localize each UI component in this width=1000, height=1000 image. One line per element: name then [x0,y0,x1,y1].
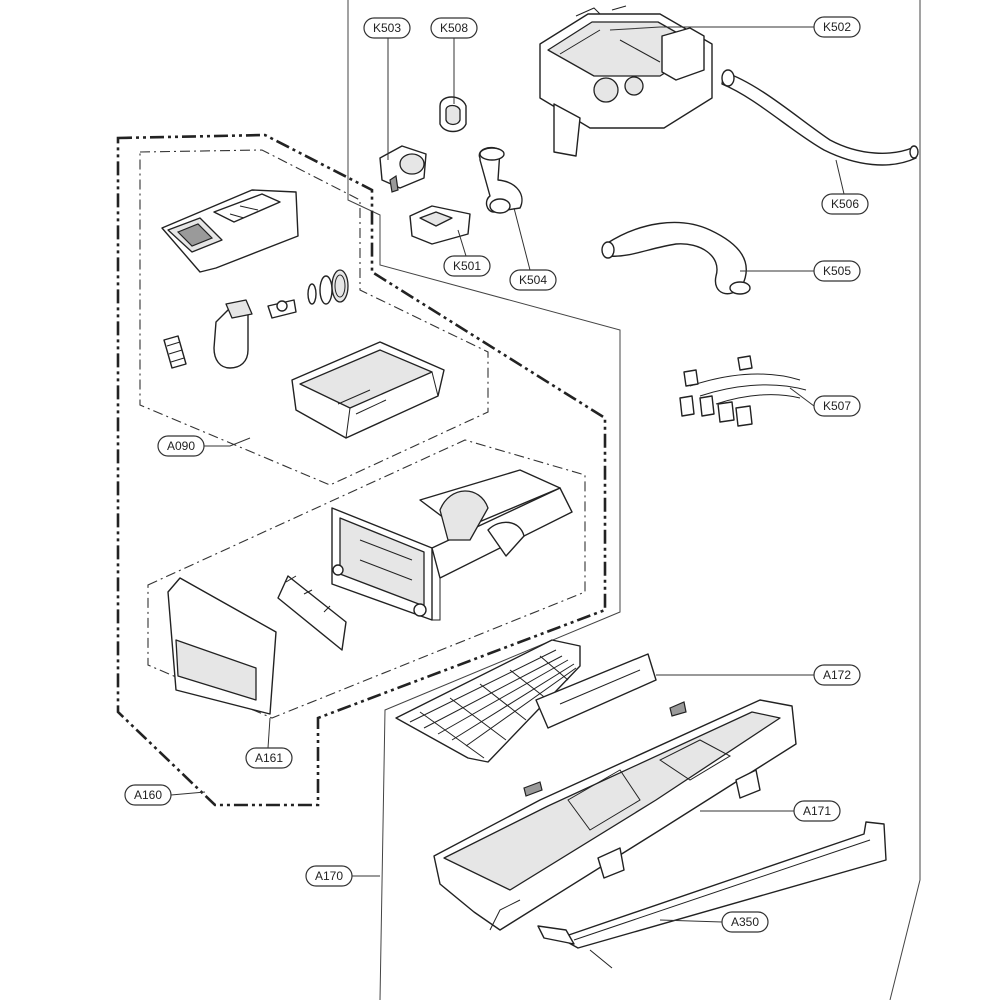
dispenser-lid [161,189,299,273]
siphon-parts [163,269,349,369]
label-a161: A161 [245,747,293,769]
label-k505: K505 [813,260,861,282]
leader-lines [170,26,845,923]
svg-text:A171: A171 [803,804,831,818]
bracket-k501 [409,205,471,245]
drawer-clip [277,575,347,651]
label-a171: A171 [793,800,841,822]
svg-text:A160: A160 [134,788,162,802]
hose-k506 [721,69,919,166]
wire-harness-k507 [679,355,807,427]
a090-parts [161,189,445,439]
group-boundaries [116,0,921,1000]
a090-boundary [139,149,489,486]
label-k503: K503 [363,17,411,39]
svg-text:A172: A172 [823,668,851,682]
label-a090: A090 [157,435,205,457]
drawer-body [331,469,573,621]
svg-text:K501: K501 [453,259,481,273]
callout-labels: K503 K508 K502 K506 K501 K504 K505 K507 [124,16,869,933]
k-parts [379,5,919,427]
a161-boundary [147,439,586,719]
housing-a171 [433,699,797,931]
label-a170: A170 [305,865,353,887]
svg-text:K508: K508 [440,21,468,35]
rail-a350 [537,821,887,969]
label-a172: A172 [813,664,861,686]
drawer-front-panel [167,577,277,715]
svg-text:K502: K502 [823,20,851,34]
hose-k505 [601,221,751,295]
svg-text:K503: K503 [373,21,401,35]
label-a350: A350 [721,911,769,933]
svg-text:A350: A350 [731,915,759,929]
pump-assembly-k502 [539,5,713,157]
svg-text:K507: K507 [823,399,851,413]
hose-k504 [478,146,523,214]
clamp-k508 [439,96,467,133]
label-a160: A160 [124,784,172,806]
a160-boundary [116,133,607,807]
svg-text:K506: K506 [831,197,859,211]
svg-text:K504: K504 [519,273,547,287]
svg-text:A170: A170 [315,869,343,883]
a161-parts [167,469,573,715]
dispenser-tray [291,341,445,439]
valve-k503 [379,145,427,193]
label-k501: K501 [443,255,491,277]
cover-a172 [535,653,657,729]
label-k507: K507 [813,395,861,417]
label-k506: K506 [821,193,869,215]
grate-a172 [395,639,581,763]
label-k504: K504 [509,269,557,291]
svg-text:A161: A161 [255,751,283,765]
label-k508: K508 [430,17,478,39]
svg-text:A090: A090 [167,439,195,453]
label-k502: K502 [813,16,861,38]
a170-parts [395,639,887,969]
svg-text:K505: K505 [823,264,851,278]
